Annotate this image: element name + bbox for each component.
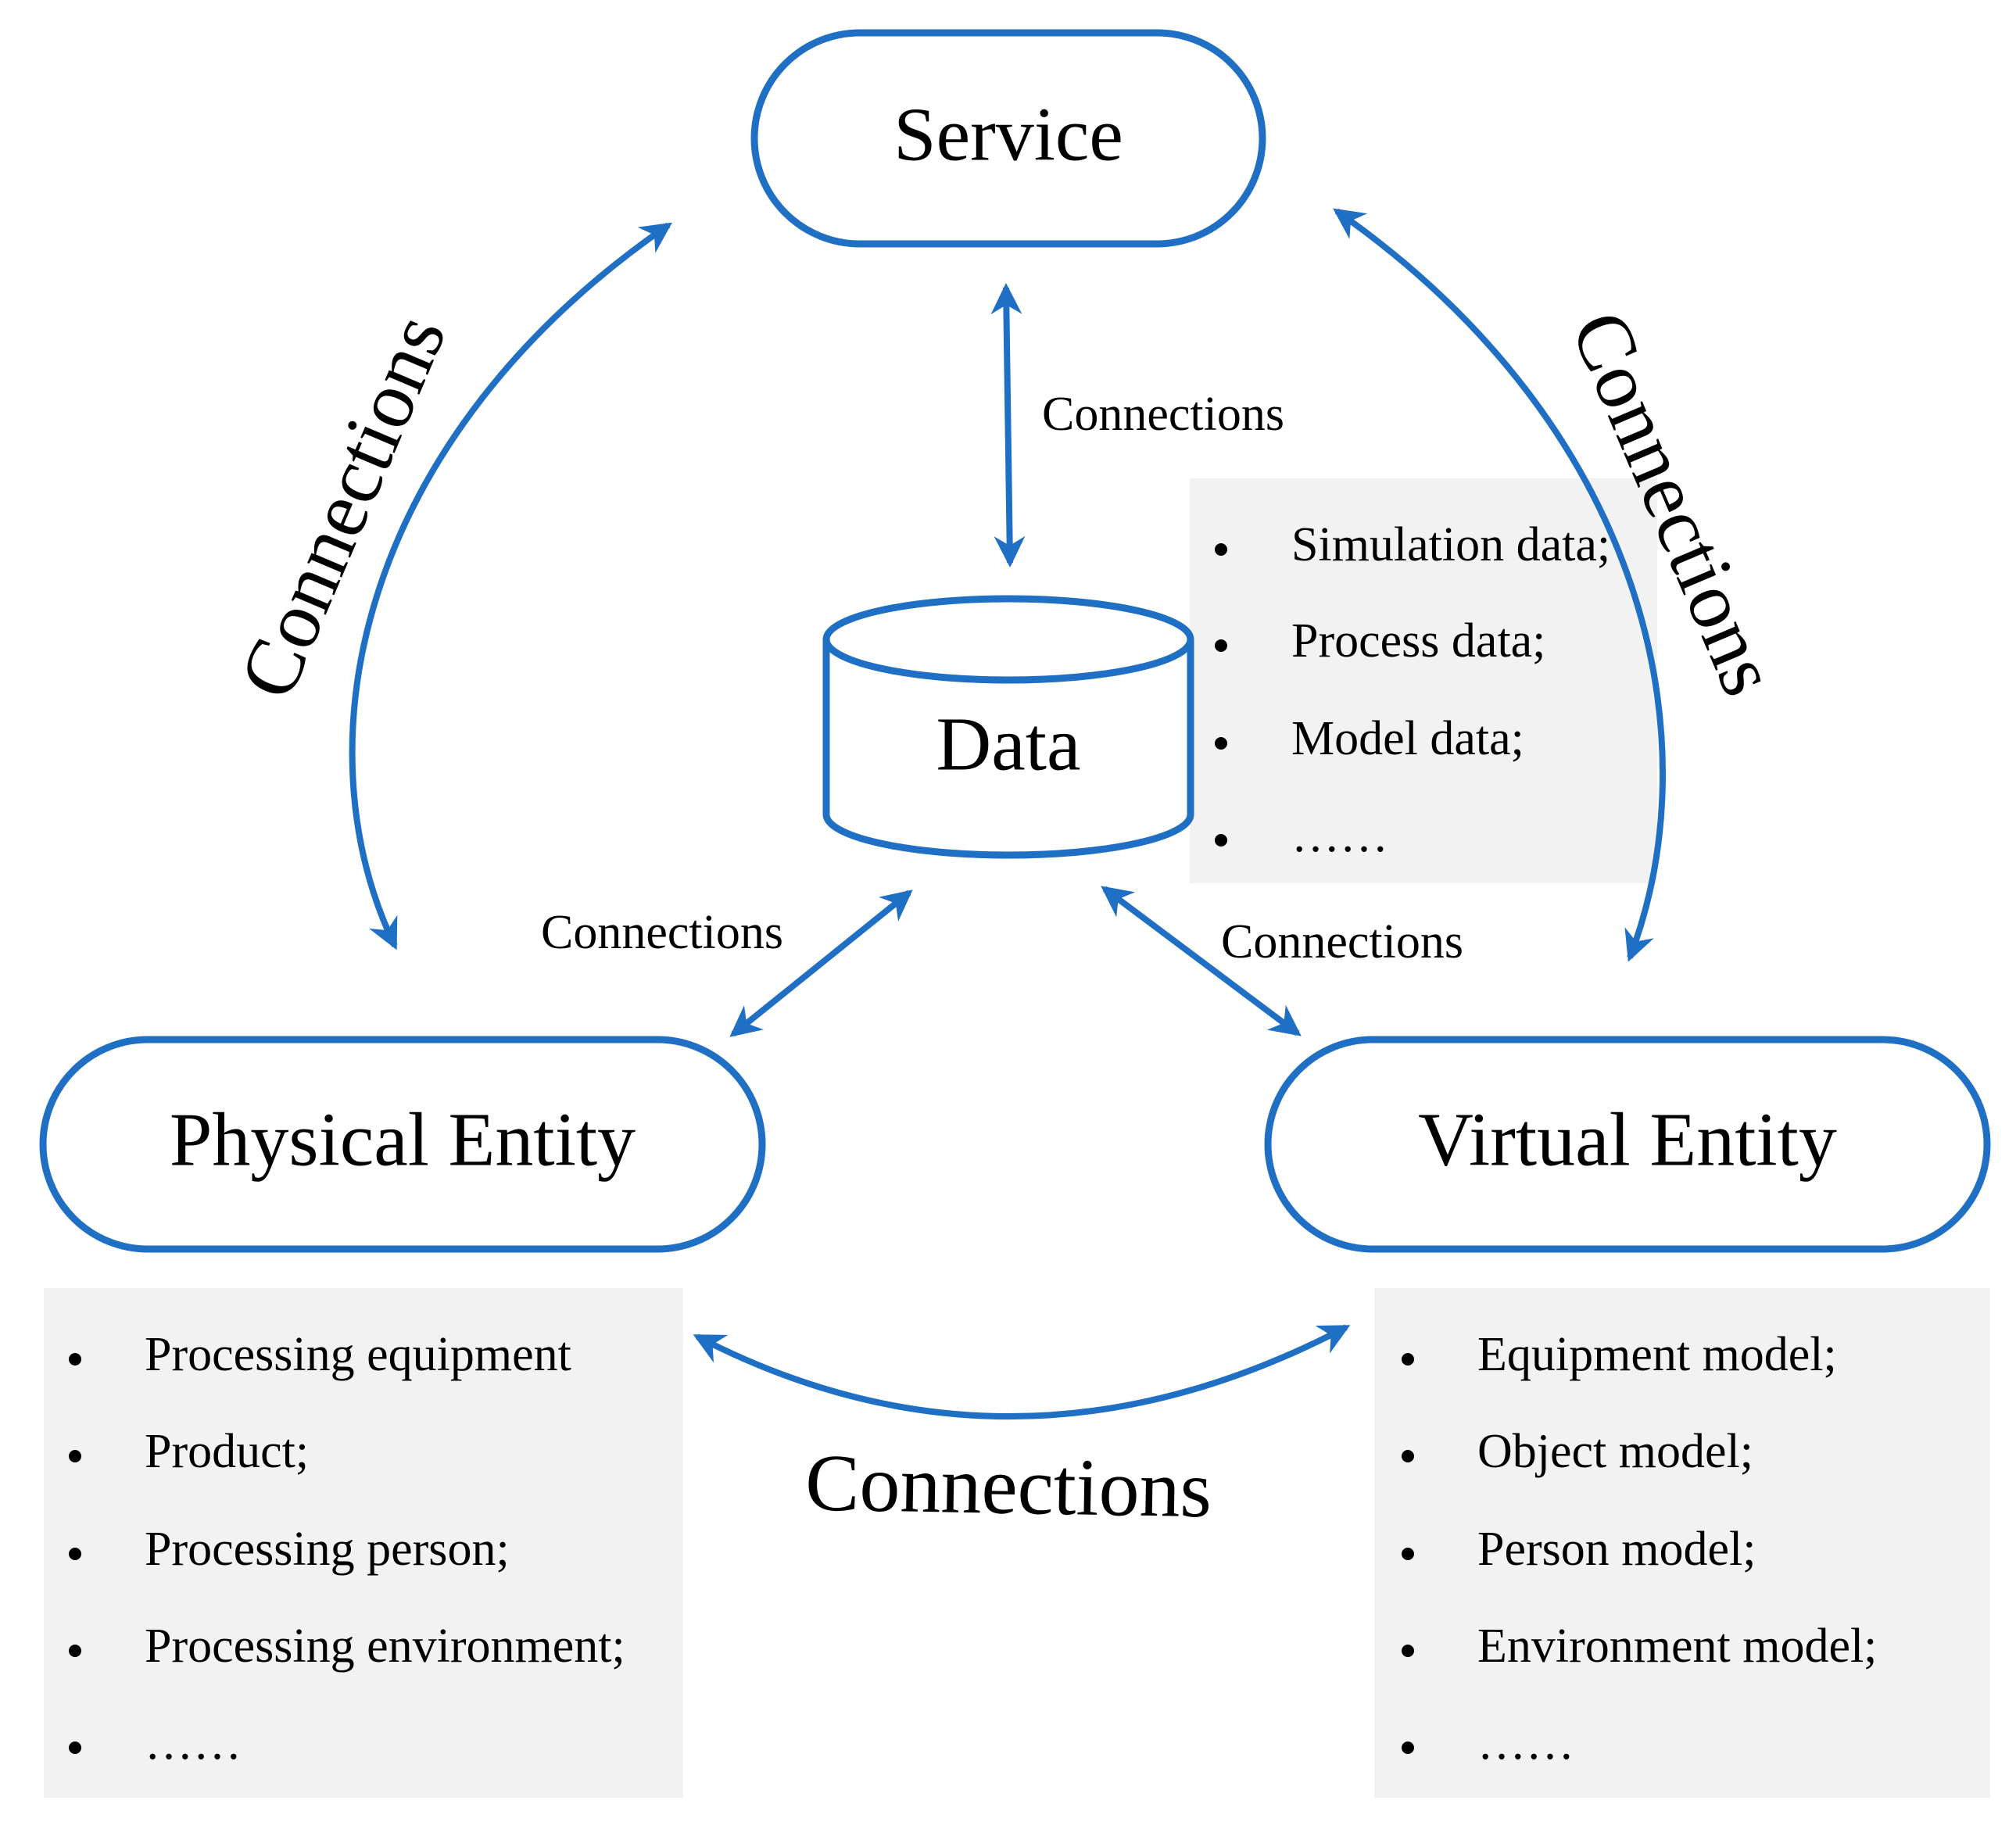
data-list: Simulation data; Process data; Model dat… — [1215, 518, 1610, 862]
bullet — [1215, 834, 1227, 847]
bullet — [1402, 1645, 1414, 1657]
list-item: Processing person; — [145, 1523, 510, 1576]
physical-data-connection-label: Connections — [541, 906, 783, 959]
list-item: Processing equipment — [145, 1328, 571, 1381]
list-item: Object model; — [1477, 1425, 1753, 1478]
list-item: …… — [1291, 809, 1388, 862]
bottom-arc-connection-label: Connections — [804, 1437, 1212, 1534]
service-label: Service — [893, 92, 1123, 177]
data-cylinder — [822, 595, 1194, 859]
bottom-arc-arrow — [693, 1324, 1351, 1420]
list-item: Process data; — [1291, 614, 1545, 668]
list-item: …… — [145, 1716, 242, 1770]
virtual-data-connection-label: Connections — [1221, 915, 1463, 968]
left-arc-arrow — [349, 222, 672, 950]
bullet — [1215, 543, 1227, 556]
bullet — [1215, 639, 1227, 652]
bullet — [1402, 1353, 1414, 1366]
bullet — [69, 1353, 81, 1366]
bullet — [1215, 737, 1227, 750]
list-item: …… — [1477, 1716, 1574, 1770]
list-item: Model data; — [1291, 712, 1524, 765]
bullet — [69, 1548, 81, 1560]
bullet — [1402, 1548, 1414, 1560]
list-item: Environment model; — [1477, 1620, 1877, 1673]
virtual-list-box — [1374, 1288, 1990, 1798]
physical-list-box — [44, 1288, 683, 1798]
bullet — [69, 1450, 81, 1462]
right-arc-arrow — [1333, 208, 1667, 962]
physical-data-arrow — [729, 890, 913, 1037]
virtual-entity-node — [1264, 1036, 1991, 1253]
bullet — [69, 1741, 81, 1754]
service-data-connection-label: Connections — [1042, 388, 1284, 441]
bullet — [69, 1645, 81, 1657]
list-item: Person model; — [1477, 1523, 1756, 1576]
list-item: Processing environment; — [145, 1620, 625, 1673]
physical-list: Processing equipment Product; Processing… — [69, 1328, 625, 1770]
service-data-arrow — [990, 283, 1026, 567]
list-item: Simulation data; — [1291, 518, 1610, 571]
physical-entity-label: Physical Entity — [170, 1097, 636, 1182]
list-item: Equipment model; — [1477, 1328, 1837, 1381]
list-item: Product; — [145, 1425, 309, 1478]
data-label: Data — [936, 702, 1081, 786]
virtual-list: Equipment model; Object model; Person mo… — [1402, 1328, 1877, 1770]
physical-entity-node — [39, 1036, 766, 1253]
left-arc-connection-label: Connections — [222, 302, 464, 711]
virtual-data-arrow — [1101, 886, 1302, 1036]
bullet — [1402, 1741, 1414, 1754]
service-node — [750, 29, 1266, 248]
bullet — [1402, 1450, 1414, 1462]
virtual-entity-label: Virtual Entity — [1418, 1097, 1837, 1182]
